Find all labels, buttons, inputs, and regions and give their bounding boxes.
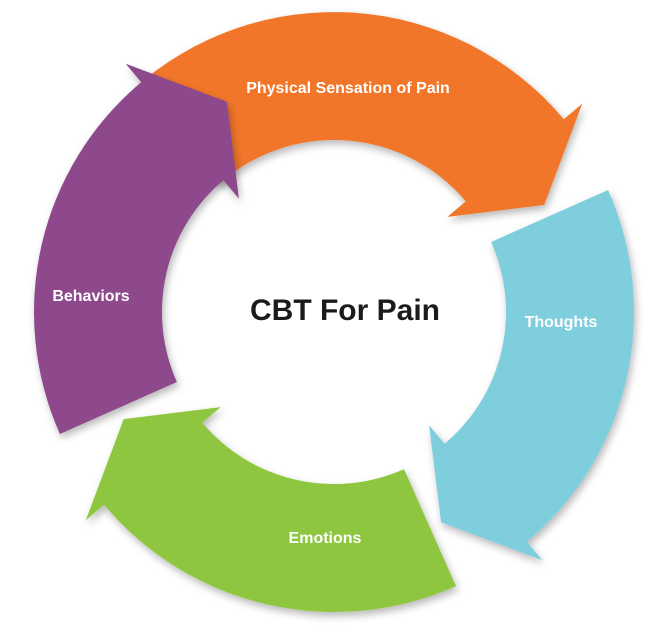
segment-label-thoughts: Thoughts — [525, 314, 598, 331]
arrow-segment-physical-sensation — [133, 12, 583, 217]
segment-label-behaviors: Behaviors — [52, 288, 129, 305]
arrow-segment-behaviors — [33, 63, 239, 435]
arrow-segment-emotions — [85, 407, 457, 613]
segment-label-physical-sensation: Physical Sensation of Pain — [246, 80, 450, 97]
segment-label-emotions: Emotions — [289, 530, 362, 547]
arrow-segment-thoughts — [429, 190, 635, 561]
diagram-title: CBT For Pain — [250, 294, 440, 327]
